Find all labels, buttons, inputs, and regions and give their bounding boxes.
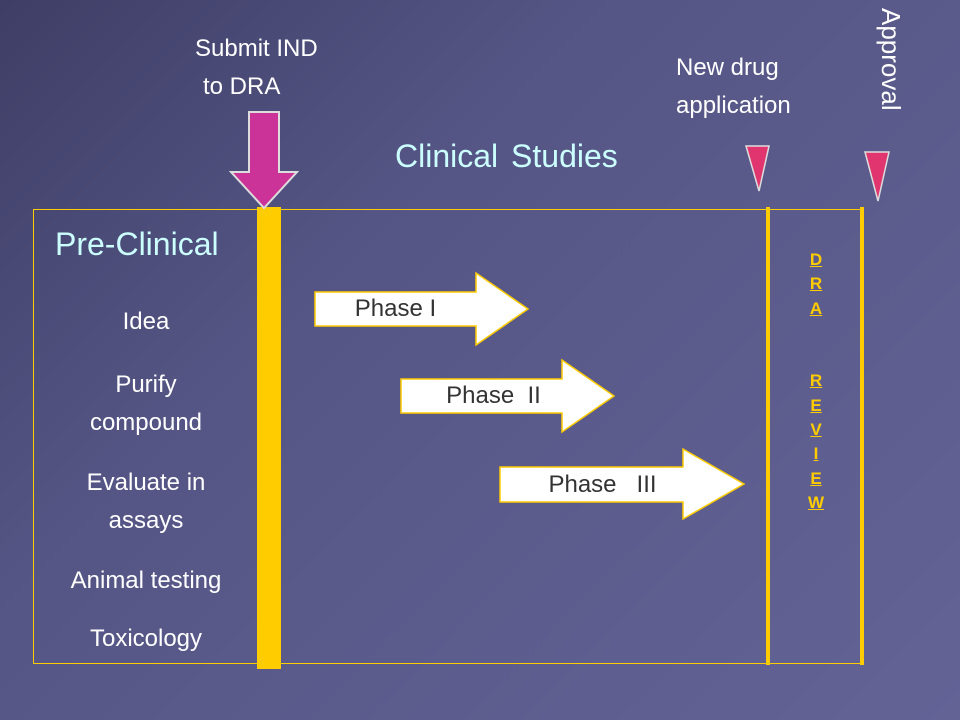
approval-label: Approval	[876, 8, 906, 111]
phase-3-arrow-shape	[499, 447, 746, 521]
purify-line1: Purify	[115, 371, 177, 398]
preclinical-title: Pre-Clinical	[55, 226, 219, 262]
phase-2-arrow-shape	[400, 358, 616, 434]
nda-line2: application	[676, 92, 791, 119]
preclinical-step-idea: Idea	[122, 308, 170, 335]
phase-2-label: Phase II	[446, 382, 541, 409]
preclinical-step-animal-testing: Animal testing	[70, 567, 222, 594]
submit-ind-label: Submit IND to DRA	[195, 30, 318, 106]
review-letter: R	[809, 274, 823, 294]
phase-1-label: Phase I	[354, 295, 437, 322]
preclinical-step-toxicology: Toxicology	[89, 625, 203, 652]
nda-triangle-marker	[745, 145, 770, 192]
review-letter: R	[809, 371, 823, 391]
purify-line2: compound	[89, 409, 203, 436]
review-spacer	[796, 321, 836, 369]
right-edge-bar	[860, 207, 864, 665]
submit-ind-line2: to DRA	[203, 73, 281, 100]
submit-ind-line1: Submit IND	[195, 35, 318, 62]
review-letter: I	[813, 444, 819, 464]
evaluate-line1: Evaluate in	[86, 469, 206, 496]
nda-label: New drug application	[676, 49, 791, 125]
review-letter: E	[810, 468, 822, 488]
submit-ind-down-arrow	[228, 111, 300, 210]
review-letter: W	[807, 493, 825, 513]
review-letter: D	[809, 250, 823, 269]
phase-1-arrow-shape	[314, 271, 530, 347]
review-letter: E	[810, 395, 822, 415]
preclinical-step-evaluate: Evaluate in assays	[33, 464, 259, 540]
dra-review-text: D R A R E V I E W	[796, 248, 836, 516]
ind-divider-bar	[257, 207, 281, 669]
review-letter: A	[809, 298, 823, 318]
clinical-studies-heading: Clinical Studies	[395, 138, 618, 174]
approval-triangle-marker	[864, 151, 890, 202]
nda-line1: New drug	[676, 54, 779, 81]
phase-3-label: Phase III	[548, 471, 657, 498]
review-divider-bar	[766, 207, 770, 665]
evaluate-line2: assays	[108, 507, 184, 534]
preclinical-step-purify: Purify compound	[33, 366, 259, 442]
review-letter: V	[810, 420, 822, 440]
